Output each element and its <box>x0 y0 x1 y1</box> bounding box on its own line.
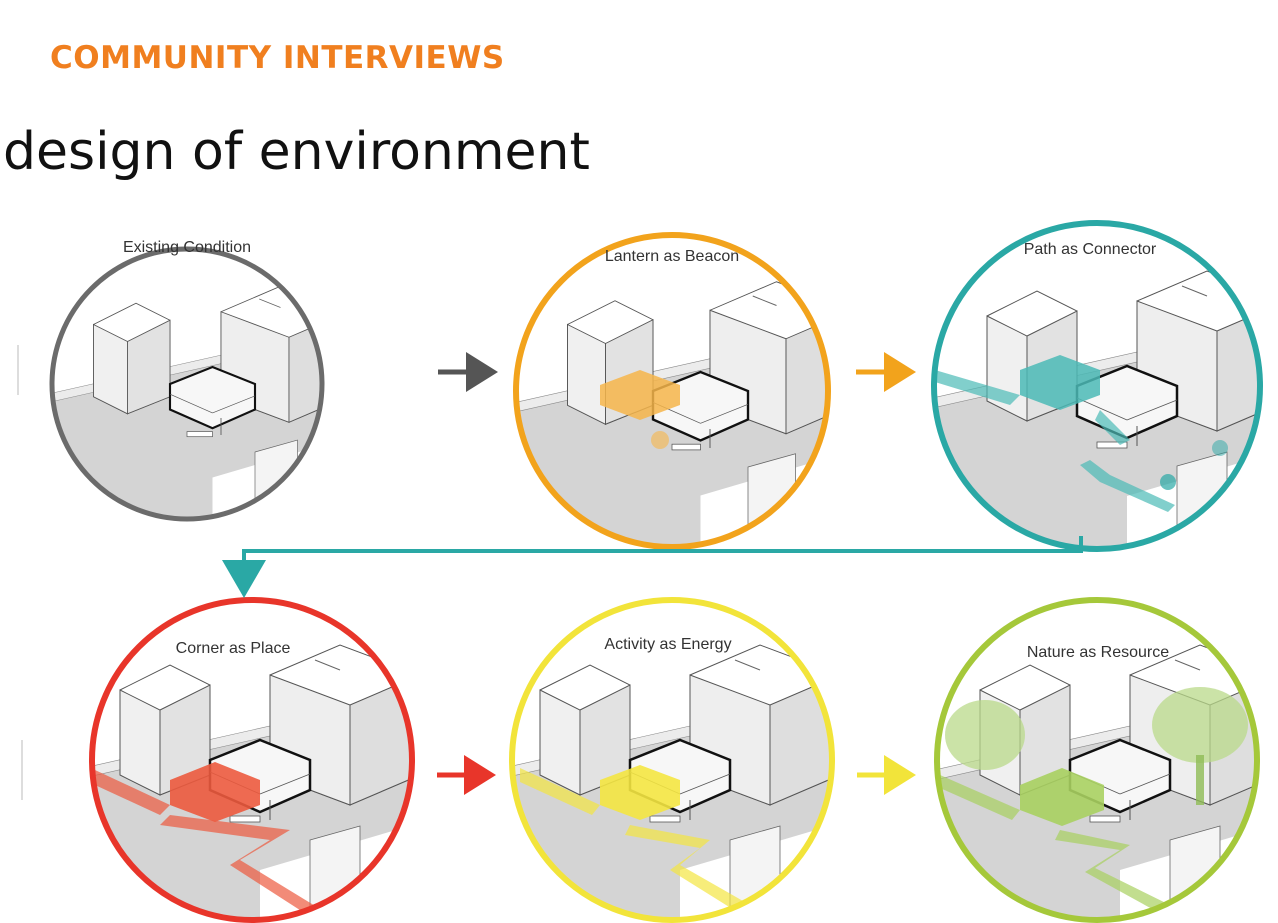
node-icon <box>1160 474 1176 490</box>
section-eyebrow: COMMUNITY INTERVIEWS <box>50 40 505 76</box>
arrow-2-to-3 <box>856 352 916 392</box>
arrow-5-to-6 <box>857 755 916 795</box>
page-title: design of environment <box>3 122 590 182</box>
arrow-3-to-4 <box>222 536 1083 598</box>
place-path <box>160 815 330 920</box>
tree-icon <box>945 700 1025 770</box>
arrow-4-to-5 <box>437 755 496 795</box>
energy-path <box>520 768 600 815</box>
ring-lantern-as-beacon <box>513 232 831 550</box>
lantern-highlight <box>600 370 680 420</box>
step-label: Path as Connector <box>1024 241 1157 258</box>
ring-corner-as-place <box>89 597 415 923</box>
step-nature-as-resource: Nature as Resource <box>934 597 1260 923</box>
tree-trunk <box>1196 755 1204 805</box>
nature-path <box>940 775 1020 820</box>
place-path <box>95 770 170 815</box>
node-icon <box>1212 440 1228 456</box>
step-label: Nature as Resource <box>1027 644 1169 661</box>
arrow-1-to-2 <box>438 352 498 392</box>
step-lantern-as-beacon: Lantern as Beacon <box>513 232 831 550</box>
ring-existing-condition <box>49 246 325 522</box>
connector-path <box>935 370 1020 405</box>
step-label: Corner as Place <box>176 640 291 657</box>
ring-activity-as-energy <box>509 597 835 923</box>
energy-path <box>625 825 750 915</box>
beacon-glow-icon <box>651 431 669 449</box>
step-existing-condition: Existing Condition <box>49 239 325 522</box>
place-highlight <box>170 762 260 822</box>
ring-path-as-connector <box>931 220 1263 552</box>
step-label: Lantern as Beacon <box>605 248 739 265</box>
tree-icon <box>1152 687 1248 763</box>
step-label: Activity as Energy <box>604 636 731 653</box>
step-label: Existing Condition <box>123 239 251 256</box>
step-corner-as-place: Corner as Place <box>89 597 415 923</box>
step-path-as-connector: Path as Connector <box>931 220 1263 552</box>
nature-path <box>1055 830 1180 920</box>
energy-highlight <box>600 765 680 820</box>
connector-highlight <box>1020 355 1100 410</box>
step-activity-as-energy: Activity as Energy <box>509 597 835 923</box>
nature-highlight <box>1020 768 1104 826</box>
ring-nature-as-resource <box>934 597 1260 923</box>
connector-path <box>1080 410 1175 512</box>
